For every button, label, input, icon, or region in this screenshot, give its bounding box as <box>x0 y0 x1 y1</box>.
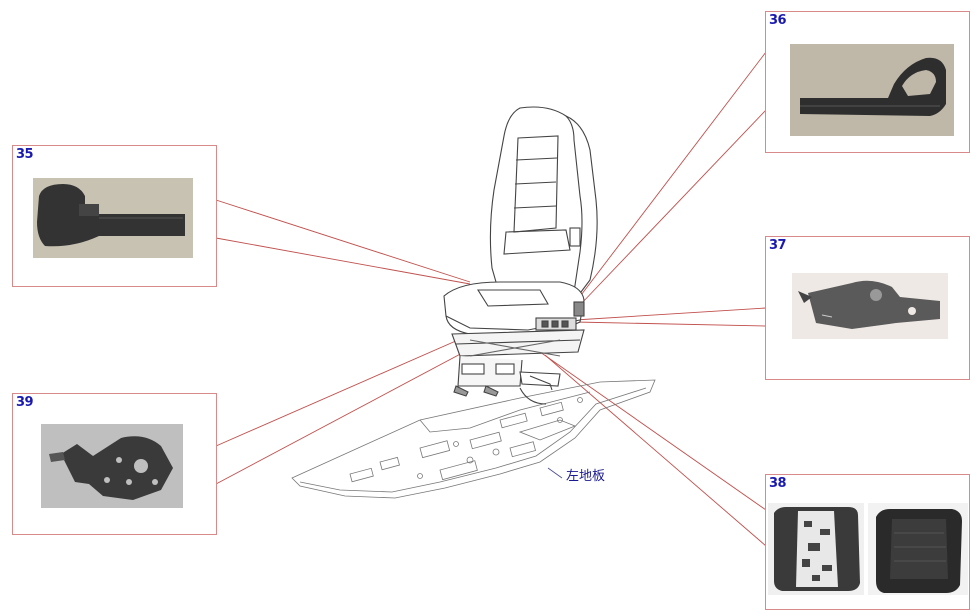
callout-number-39: 39 <box>16 395 34 410</box>
part-photo-seat-cushion-outer <box>868 503 968 595</box>
leader-line-39-b <box>215 333 499 485</box>
part-photo-seat-bracket <box>792 273 948 339</box>
floor-panel-label: 左地板 <box>566 469 606 484</box>
leader-line-36-a <box>574 51 767 304</box>
part-photo-mounting-plate <box>41 424 183 508</box>
seat-drawing <box>443 106 598 405</box>
leader-line-39-a <box>215 325 491 447</box>
leader-lines <box>215 51 767 547</box>
callout-number-37: 37 <box>769 238 787 253</box>
callout-number-35: 35 <box>16 147 34 162</box>
callout-box-35: 35 <box>12 145 217 287</box>
leader-line-37-a <box>574 307 767 321</box>
callout-box-36: 36 <box>765 11 970 153</box>
part-photo-armrest-trim-left <box>33 178 193 258</box>
callout-box-39: 39 <box>12 393 217 535</box>
callout-number-36: 36 <box>769 13 787 28</box>
part-photo-armrest-trim-right <box>790 44 954 136</box>
callout-box-37: 37 <box>765 236 970 380</box>
leader-line-37-b <box>574 321 767 327</box>
leader-line-35-b <box>215 237 471 285</box>
callout-box-38: 38 <box>765 474 970 610</box>
callout-number-38: 38 <box>769 476 787 491</box>
leader-line-38-b <box>544 354 767 547</box>
part-photo-seat-cushion-inner <box>768 503 864 595</box>
leader-line-35-a <box>215 199 471 283</box>
leader-line-36-b <box>579 109 767 306</box>
